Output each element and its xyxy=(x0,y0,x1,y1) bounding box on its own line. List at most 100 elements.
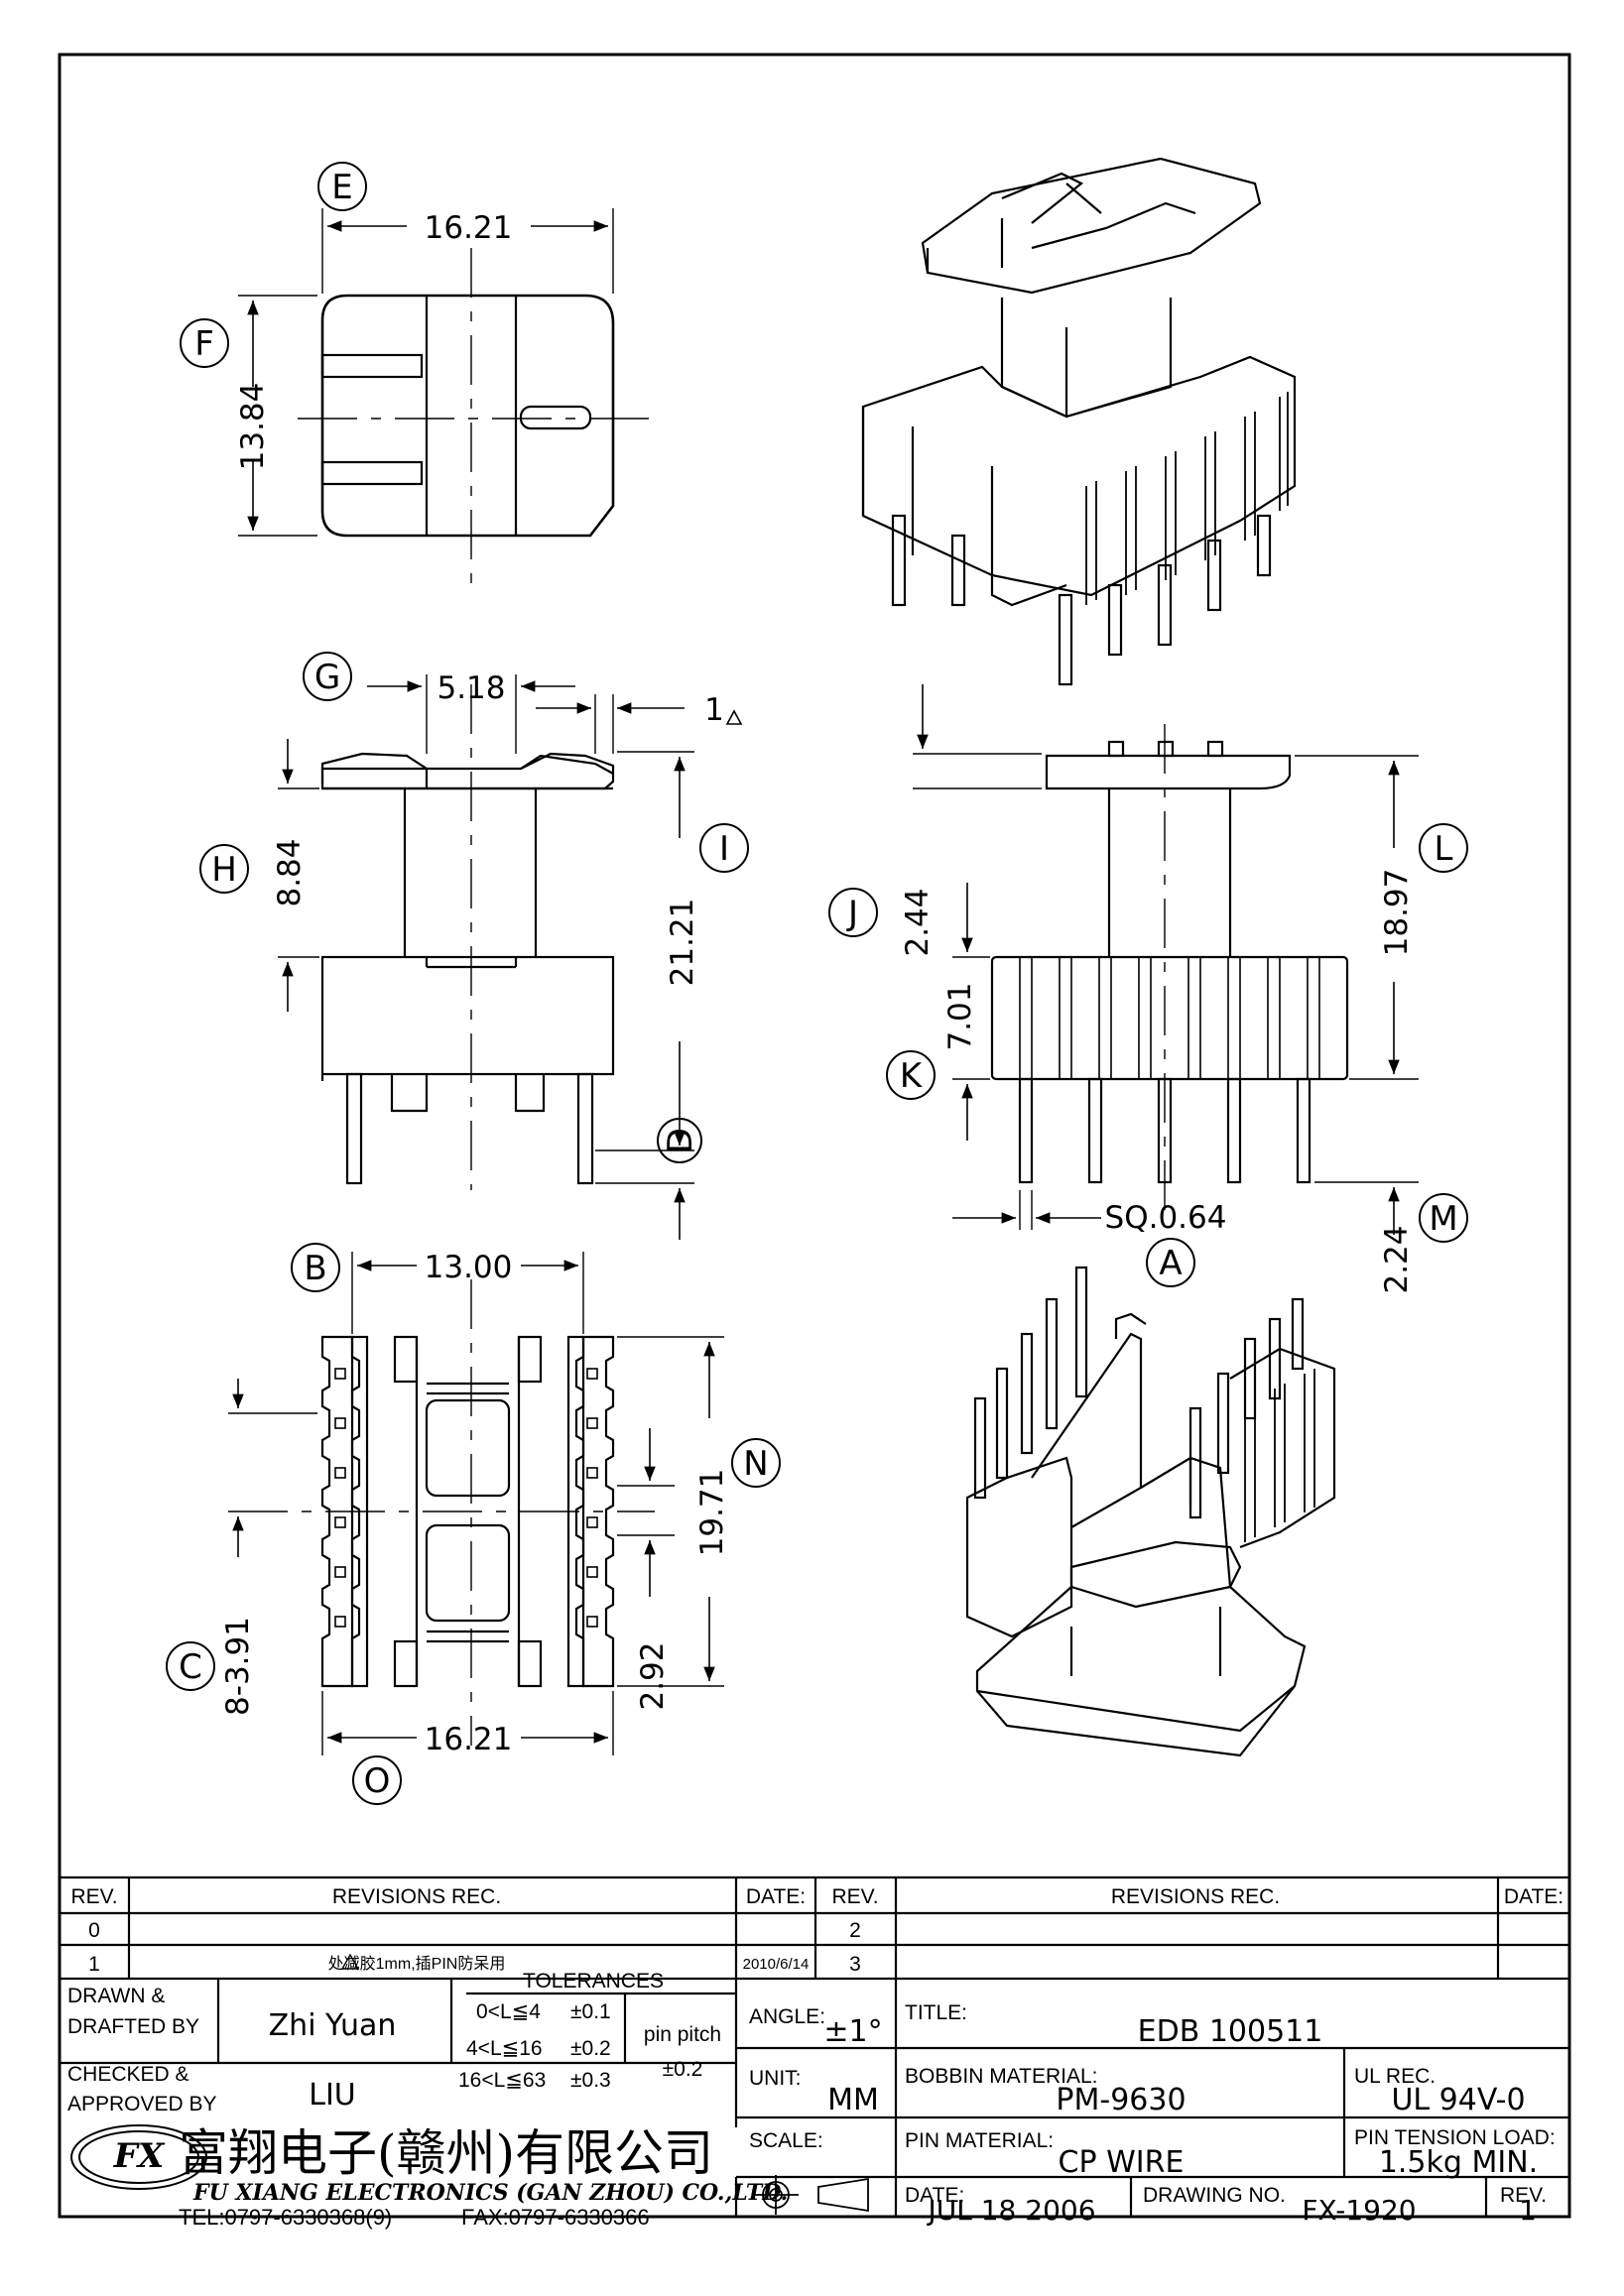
tolerances-label: TOLERANCES xyxy=(523,1970,664,1993)
rev-value: 1 xyxy=(1519,2194,1537,2227)
checked-label-2: APPROVED BY xyxy=(67,2093,217,2115)
front-view xyxy=(278,674,694,1240)
iso-view-bottom xyxy=(965,1266,1336,1757)
drawn-label-1: DRAWN & xyxy=(67,1985,165,2007)
checked-by: LIU xyxy=(309,2078,356,2113)
callout-l: L xyxy=(1435,829,1453,869)
dim-pin-length: 2.24 xyxy=(1379,1225,1415,1293)
callout-g-circle xyxy=(303,652,352,701)
callout-a: A xyxy=(1159,1244,1182,1283)
company-tel: TEL:0797-6330368(9) xyxy=(179,2205,392,2230)
scale-label: SCALE: xyxy=(749,2129,823,2152)
dim-pin-gap: 2.92 xyxy=(635,1641,671,1710)
rev-header-right: REV. xyxy=(831,1885,878,1908)
title-block-frame xyxy=(60,1875,1569,2217)
dim-bottom-span: 13.00 xyxy=(425,1250,513,1285)
tol-3-value: ±0.3 xyxy=(570,2069,611,2092)
unit-value: MM xyxy=(827,2083,879,2117)
callout-i: I xyxy=(719,829,729,869)
rev-row-1-date: 2010/6/14 xyxy=(743,1956,810,1973)
tol-2-range: 4<L≦16 xyxy=(466,2037,543,2060)
rev-row-1-text: 处减胶1mm,插PIN防呆用 xyxy=(328,1955,506,1973)
drawing-no-value: FX-1920 xyxy=(1302,2194,1416,2227)
ul-rec-value: UL 94V-0 xyxy=(1391,2083,1525,2117)
dim-total-height: 21.21 xyxy=(665,899,700,987)
callout-n: N xyxy=(743,1444,768,1484)
company-logo-text: FX xyxy=(113,2136,166,2176)
bobbin-material-value: PM-9630 xyxy=(1056,2083,1186,2117)
rev-warning-icon xyxy=(340,1953,360,1970)
pin-material-value: CP WIRE xyxy=(1059,2145,1185,2180)
company-name-cn: 富翔电子(赣州)有限公司 xyxy=(179,2124,713,2182)
callout-f: F xyxy=(194,324,214,364)
title-value: EDB 100511 xyxy=(1138,2014,1323,2049)
revisions-header-right: REVISIONS REC. xyxy=(1111,1885,1280,1908)
date-header-left: DATE: xyxy=(746,1885,806,1908)
pin-tension-value: 1.5kg MIN. xyxy=(1379,2145,1538,2180)
dim-notch: 1 xyxy=(704,692,724,728)
iso-view-top xyxy=(861,157,1297,686)
date-value: JUL 18 2006 xyxy=(926,2194,1095,2227)
callout-m-circle xyxy=(1419,1193,1468,1243)
callout-c-circle xyxy=(166,1641,215,1691)
rev-header-left: REV. xyxy=(70,1885,117,1908)
callout-o: O xyxy=(364,1761,391,1801)
title-label: TITLE: xyxy=(905,2001,967,2024)
callout-e: E xyxy=(331,168,352,207)
angle-label: ANGLE: xyxy=(749,2005,825,2028)
dim-bottom-width: 16.21 xyxy=(425,1722,513,1757)
projection-symbol-icon xyxy=(754,2175,869,2215)
callout-j-circle xyxy=(828,888,878,937)
unit-label: UNIT: xyxy=(749,2067,802,2090)
dim-core-width: 5.18 xyxy=(437,670,505,706)
callout-b: B xyxy=(304,1249,326,1288)
side-view xyxy=(913,684,1419,1235)
drawn-by: Zhi Yuan xyxy=(269,2008,397,2043)
tol-3-range: 16<L≦63 xyxy=(458,2069,546,2092)
bottom-view xyxy=(228,1252,724,1755)
callout-h-circle xyxy=(199,844,249,894)
revisions-header-left: REVISIONS REC. xyxy=(332,1885,501,1908)
callout-e-circle xyxy=(317,162,367,211)
date-header-right: DATE: xyxy=(1504,1885,1563,1908)
callout-j: J xyxy=(846,894,858,933)
pin-pitch-value: ±0.2 xyxy=(663,2058,703,2081)
callout-m: M xyxy=(1429,1199,1457,1239)
dim-top-width: 16.21 xyxy=(425,210,513,246)
date-label: DATE: xyxy=(905,2184,964,2207)
pin-tension-label: PIN TENSION LOAD: xyxy=(1354,2126,1556,2149)
callout-d: D xyxy=(661,1128,700,1153)
drawn-label-2: DRAFTED BY xyxy=(67,2015,199,2038)
drawing-no-label: DRAWING NO. xyxy=(1143,2184,1286,2207)
company-name-en: FU XIANG ELECTRONICS (GAN ZHOU) CO.,LTD. xyxy=(192,2180,788,2206)
dim-side-base: 7.01 xyxy=(942,982,978,1050)
pin-material-label: PIN MATERIAL: xyxy=(905,2129,1054,2152)
callout-o-circle xyxy=(352,1755,402,1805)
dim-pin-pitch: 8-3.91 xyxy=(220,1617,256,1716)
sheet-border xyxy=(58,53,1571,2219)
bobbin-material-label: BOBBIN MATERIAL: xyxy=(905,2065,1098,2088)
dim-flange-height: 8.84 xyxy=(272,838,308,906)
callout-a-circle xyxy=(1146,1238,1195,1287)
dim-pin-square: SQ.0.64 xyxy=(1105,1200,1227,1236)
rev-row-0-number: 0 xyxy=(88,1919,100,1942)
angle-value: ±1° xyxy=(823,2014,882,2049)
callout-k: K xyxy=(900,1056,924,1096)
tol-2-value: ±0.2 xyxy=(570,2037,611,2060)
callout-c: C xyxy=(179,1647,202,1687)
tol-1-value: ±0.1 xyxy=(570,2000,611,2023)
company-fax: FAX:0797-6330366 xyxy=(461,2205,650,2230)
callout-b-circle xyxy=(291,1243,340,1292)
callout-k-circle xyxy=(886,1050,936,1100)
dim-top-height: 13.84 xyxy=(235,383,271,471)
callout-h: H xyxy=(211,850,237,890)
rev-row-3-number: 3 xyxy=(849,1953,861,1976)
top-view xyxy=(238,208,655,595)
company-logo-icon xyxy=(70,2124,207,2190)
callout-l-circle xyxy=(1419,823,1468,873)
pin-pitch-label: pin pitch xyxy=(644,2023,721,2046)
rev-label: REV. xyxy=(1500,2184,1547,2207)
callout-d-circle xyxy=(657,1118,702,1163)
dim-side-shoulder: 2.44 xyxy=(900,888,936,956)
